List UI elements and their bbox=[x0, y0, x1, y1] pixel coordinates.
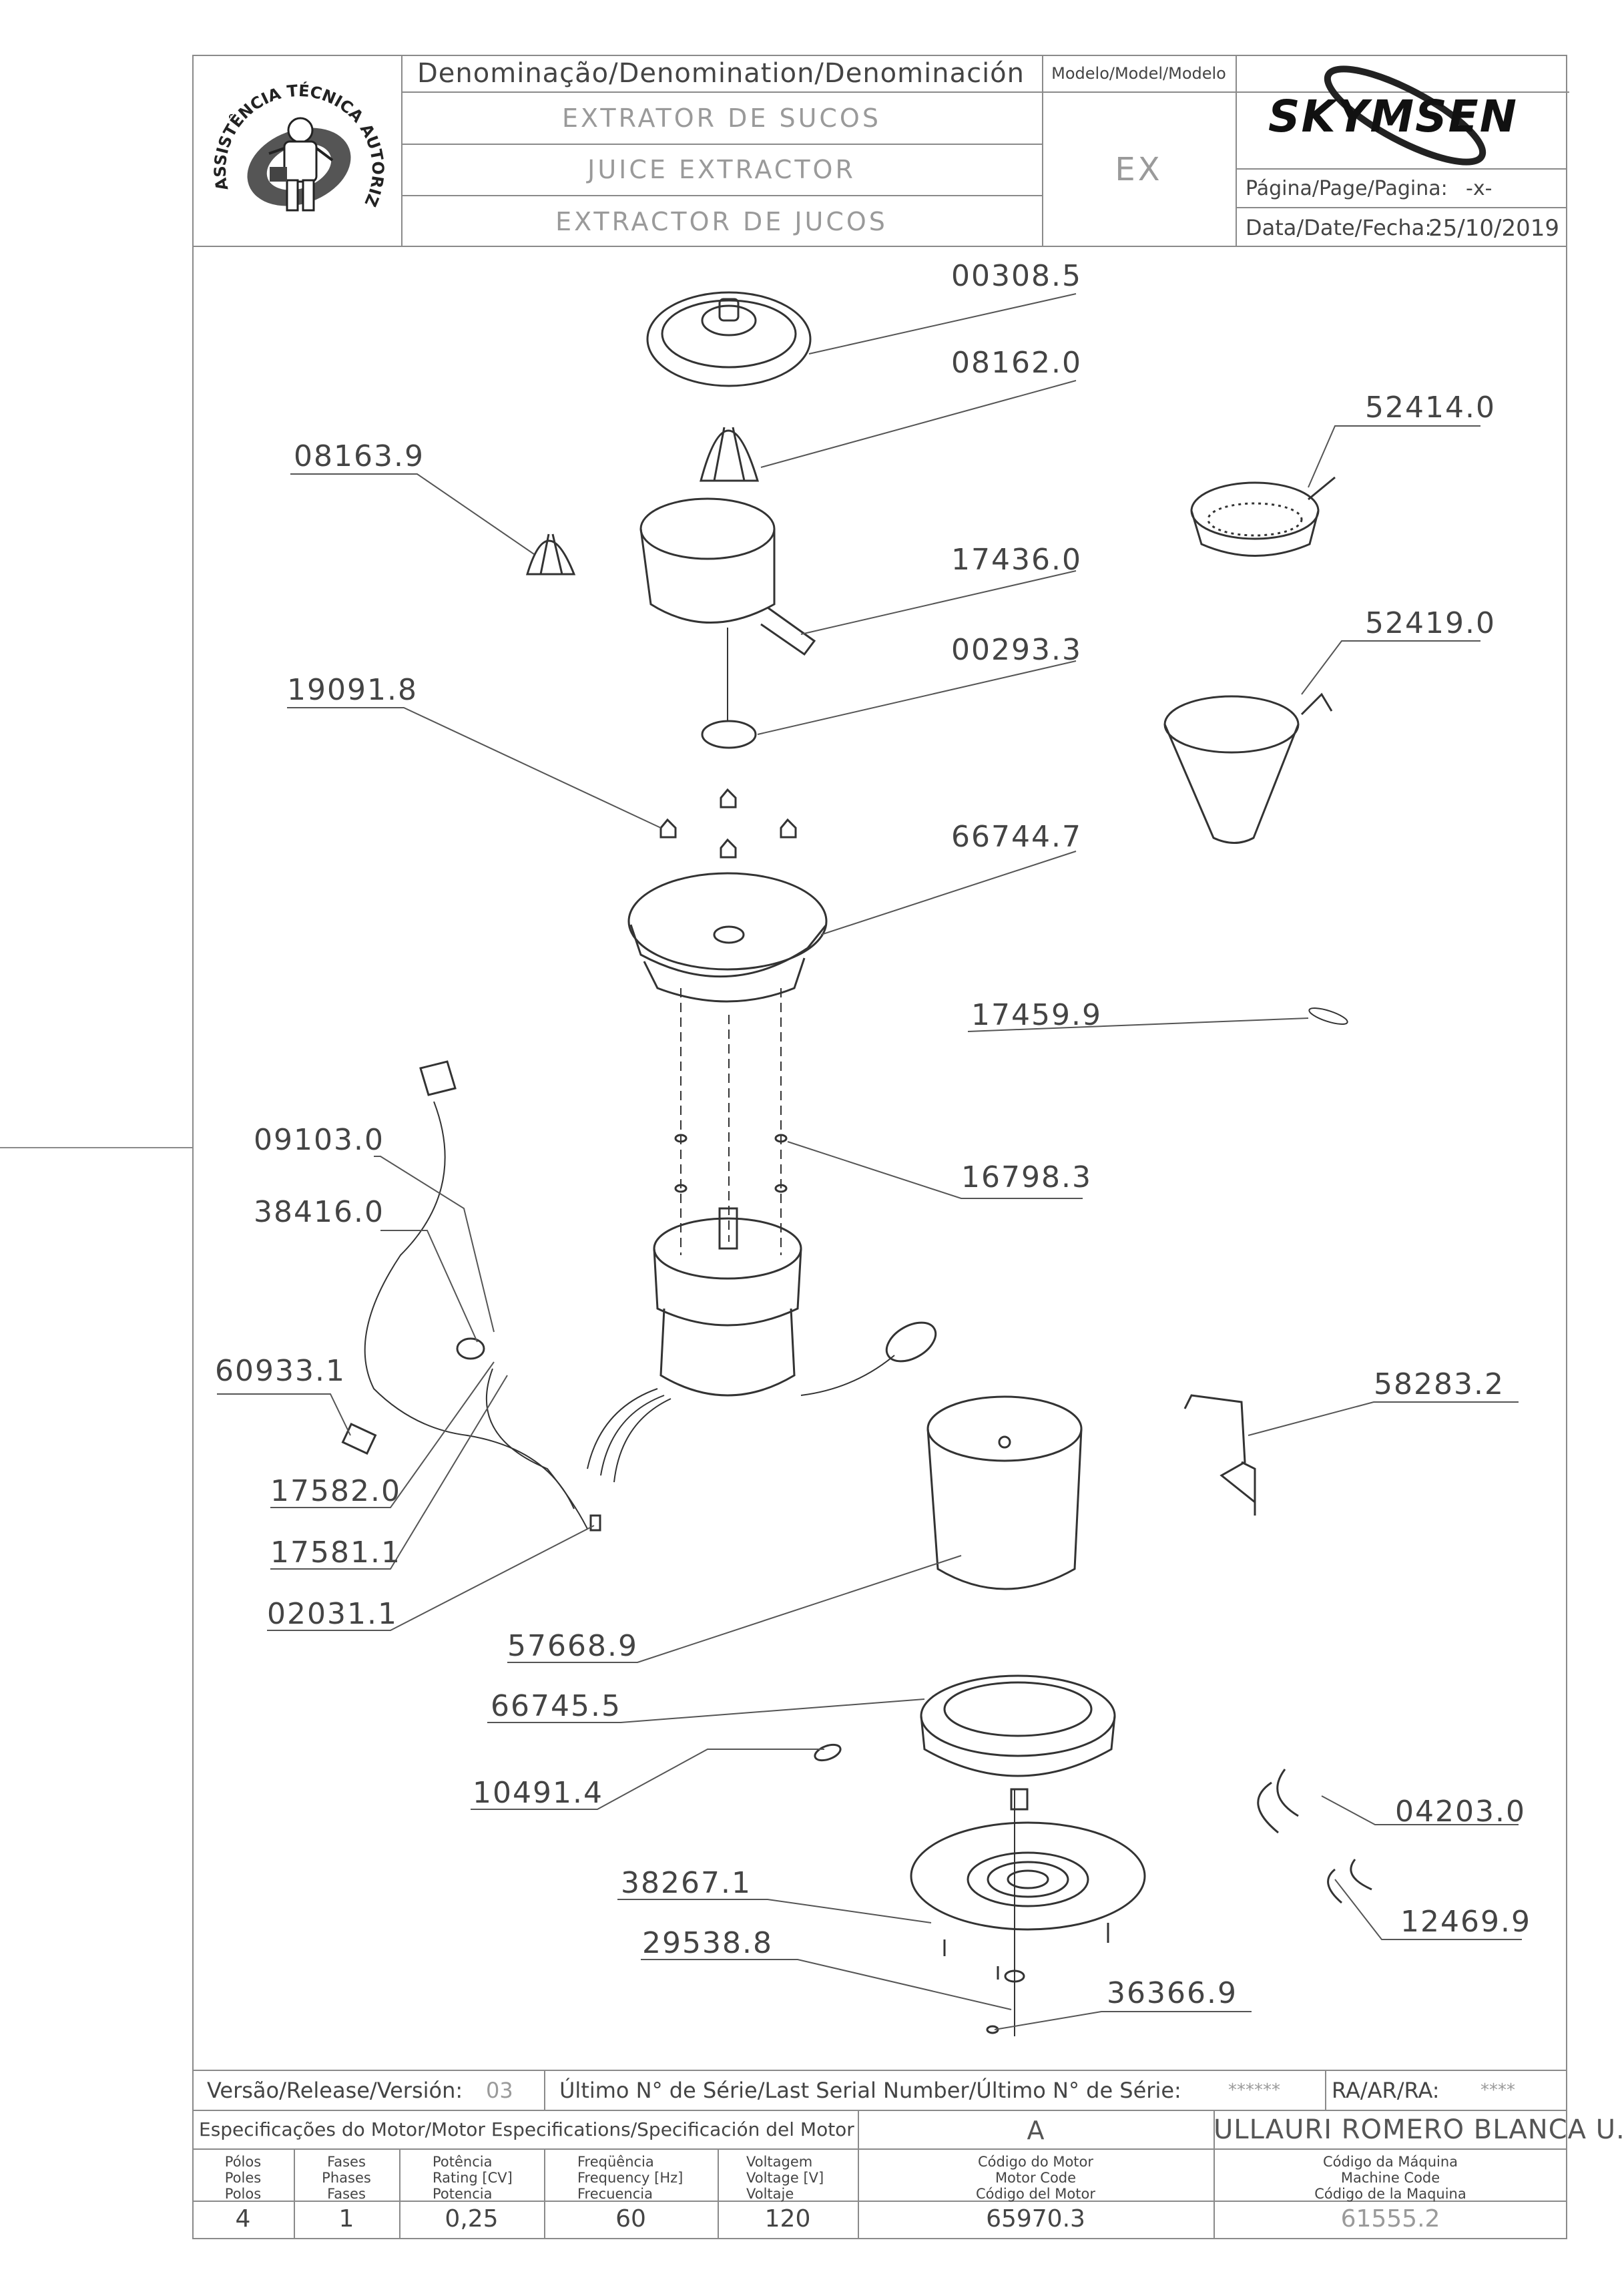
denomination-header: Denominação/Denomination/Denominación bbox=[417, 58, 1025, 89]
capacitor-part bbox=[885, 1321, 937, 1363]
cord-grommet-part bbox=[341, 1422, 377, 1455]
terminal-part bbox=[589, 1514, 601, 1532]
switch-part bbox=[456, 1337, 485, 1360]
part-label: 29538.8 bbox=[642, 1926, 773, 1960]
model-header: Modelo/Model/Modelo bbox=[1051, 64, 1226, 83]
bottom-plate-part bbox=[910, 1821, 1146, 1931]
motor-code-value: 65970.3 bbox=[986, 2205, 1085, 2233]
author-name: ULLAURI ROMERO BLANCA U. bbox=[1213, 2114, 1622, 2145]
phases-value: 1 bbox=[338, 2205, 354, 2233]
part-label: 17581.1 bbox=[270, 1536, 401, 1570]
rubber-foot-part bbox=[1004, 1970, 1025, 1983]
voltage-value: 120 bbox=[764, 2205, 811, 2233]
crop-mark-line bbox=[0, 1147, 192, 1148]
part-label: 17582.0 bbox=[270, 1474, 401, 1508]
sheet-frame bbox=[192, 55, 1567, 2239]
part-label: 08162.0 bbox=[951, 346, 1082, 380]
page-value: -x- bbox=[1466, 177, 1493, 200]
part-label: 16798.3 bbox=[961, 1160, 1092, 1194]
serial-value: ****** bbox=[1228, 2080, 1280, 2100]
small-washers-part bbox=[674, 1134, 788, 1193]
svg-text:SKYMSEN: SKYMSEN bbox=[1268, 91, 1518, 142]
motor-part bbox=[653, 1207, 802, 1397]
ra-label: RA/AR/RA: bbox=[1332, 2078, 1440, 2103]
part-label: 57668.9 bbox=[507, 1629, 638, 1663]
product-name-es: EXTRACTOR DE JUCOS bbox=[555, 207, 888, 236]
machine-code-value: 61555.2 bbox=[1340, 2205, 1440, 2233]
upper-housing-part bbox=[627, 872, 828, 1003]
motor-spec-value: A bbox=[1027, 2116, 1045, 2145]
gasket-part bbox=[814, 1743, 842, 1762]
authorized-service-seal: ASSISTÊNCIA TÉCNICA AUTORIZADA bbox=[206, 67, 387, 212]
part-label: 02031.1 bbox=[267, 1597, 398, 1631]
clips-part bbox=[1257, 1769, 1299, 1834]
power-cord-part bbox=[364, 1060, 575, 1510]
model-value: EX bbox=[1115, 151, 1163, 188]
part-label: 66744.7 bbox=[951, 820, 1082, 854]
part-label: 52414.0 bbox=[1365, 391, 1496, 425]
part-label: 38267.1 bbox=[621, 1866, 752, 1900]
leader-lines bbox=[217, 293, 1522, 2030]
release-label: Versão/Release/Versión: bbox=[207, 2078, 463, 2103]
motor-spec-label: Especificações do Motor/Motor Especifica… bbox=[199, 2118, 854, 2140]
part-label: 10491.4 bbox=[473, 1776, 603, 1810]
ra-value: **** bbox=[1480, 2080, 1515, 2100]
motor-cover-part bbox=[926, 1395, 1083, 1590]
product-name-en: JUICE EXTRACTOR bbox=[587, 155, 856, 184]
part-label: 17436.0 bbox=[951, 543, 1082, 577]
part-label: 36366.9 bbox=[1107, 1976, 1238, 2010]
screw-part bbox=[943, 1923, 1109, 1980]
part-label: 66745.5 bbox=[491, 1689, 621, 1723]
release-value: 03 bbox=[486, 2078, 513, 2103]
washer-part bbox=[701, 720, 757, 749]
base-housing-part bbox=[920, 1674, 1116, 1811]
part-label: 17459.9 bbox=[971, 998, 1102, 1032]
part-label: 09103.0 bbox=[254, 1123, 384, 1157]
part-label: 58283.2 bbox=[1374, 1367, 1505, 1401]
sieve-part bbox=[1190, 476, 1336, 557]
juice-bowl-part bbox=[639, 497, 816, 656]
logo-sticker-part bbox=[1308, 1007, 1348, 1025]
bracket-part bbox=[1183, 1394, 1256, 1516]
large-reamer-part bbox=[525, 533, 576, 576]
assembly-lines bbox=[680, 988, 782, 1255]
lid-part bbox=[646, 291, 812, 387]
part-labels: 00308.5 08162.0 52414.0 08163.9 17436.0 … bbox=[215, 259, 1531, 2010]
page-label: Página/Page/Pagina: bbox=[1246, 177, 1448, 200]
part-label: 08163.9 bbox=[294, 439, 425, 473]
serial-label: Último N° de Série/Last Serial Number/Úl… bbox=[559, 2078, 1181, 2103]
product-name-pt: EXTRATOR DE SUCOS bbox=[562, 103, 881, 133]
frequency-value: 60 bbox=[615, 2205, 646, 2233]
part-label: 52419.0 bbox=[1365, 606, 1496, 640]
date-value: 25/10/2019 bbox=[1428, 215, 1559, 242]
small-clips-part bbox=[1327, 1859, 1372, 1904]
rating-value: 0,25 bbox=[445, 2205, 499, 2233]
filter-cup-part bbox=[1163, 692, 1333, 844]
part-label: 04203.0 bbox=[1395, 1795, 1526, 1829]
part-label: 00293.3 bbox=[951, 633, 1082, 667]
part-label: 12469.9 bbox=[1400, 1905, 1531, 1939]
cap-nuts-part bbox=[659, 788, 797, 859]
part-label: 60933.1 bbox=[215, 1354, 346, 1388]
date-label: Data/Date/Fecha: bbox=[1246, 215, 1432, 240]
part-label: 38416.0 bbox=[254, 1195, 384, 1229]
small-reamer-part bbox=[700, 427, 760, 482]
skymsen-logo: SKYMSEN bbox=[1268, 65, 1518, 166]
part-label: 19091.8 bbox=[287, 673, 418, 707]
part-label: 00308.5 bbox=[951, 259, 1082, 293]
poles-value: 4 bbox=[235, 2205, 251, 2233]
